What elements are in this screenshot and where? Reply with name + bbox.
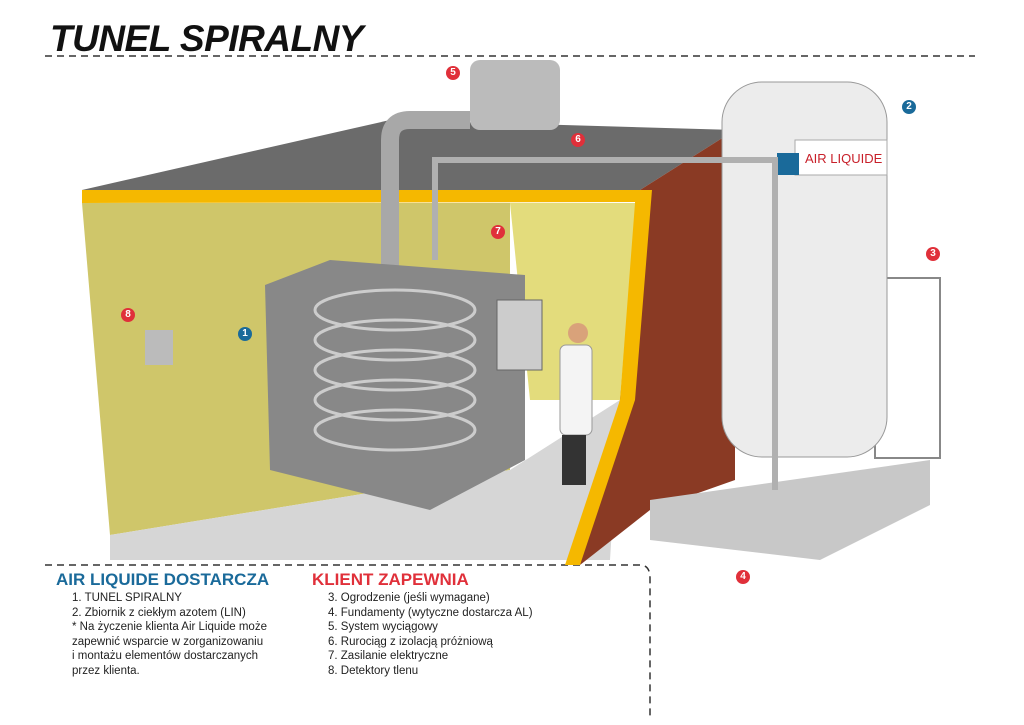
oxygen-detector xyxy=(145,330,173,365)
legend-note: * Na życzenie klienta Air Liquide może xyxy=(72,621,267,633)
nitrogen-tank xyxy=(721,81,888,458)
legend-item: 2. Zbiornik z ciekłym azotem (LIN) xyxy=(72,606,246,619)
spiral-tunnel xyxy=(265,260,525,510)
tank-brand-text: AIR LIQUIDE xyxy=(805,151,883,166)
legend-item: 3. Ogrodzenie (jeśli wymagane) xyxy=(328,592,490,604)
exhaust-duct xyxy=(381,111,470,290)
legend-note: i montażu elementów dostarczanych xyxy=(72,650,259,662)
operator xyxy=(559,344,593,436)
vacuum-pipe xyxy=(432,157,778,490)
operator-legs xyxy=(562,435,586,485)
legend-item: 8. Detektory tlenu xyxy=(328,664,419,677)
client-legend: KLIENT ZAPEWNIA 3. Ogrodzenie (jeśli wym… xyxy=(312,570,533,678)
spiral-belt xyxy=(313,288,477,452)
ceiling-edge xyxy=(82,190,640,203)
legend-note: przez klienta. xyxy=(72,664,140,677)
marker-1: 1 xyxy=(238,327,252,341)
marker-7: 7 xyxy=(491,225,505,239)
foundation xyxy=(650,460,930,560)
operator-head xyxy=(568,323,588,343)
tank-label-plate xyxy=(794,139,888,176)
air-liquide-logo xyxy=(777,153,799,175)
floor xyxy=(110,400,620,560)
legend-note: zapewnić wsparcie w zorganizowaniu xyxy=(72,635,264,648)
wall-edge xyxy=(565,190,652,565)
legend-item: 7. Zasilanie elektryczne xyxy=(328,650,449,662)
legend-item: 4. Fundamenty (wytyczne dostarcza AL) xyxy=(328,606,533,619)
marker-5: 5 xyxy=(446,66,460,80)
exhaust-fan xyxy=(470,60,560,130)
legend-border xyxy=(45,564,651,720)
marker-3: 3 xyxy=(926,247,940,261)
legend-item: 5. System wyciągowy xyxy=(328,621,438,633)
legend-item: 6. Rurociąg z izolacją próżniową xyxy=(328,635,493,648)
supplier-legend: AIR LIQUIDE DOSTARCZA 1. TUNEL SPIRALNY … xyxy=(56,570,269,678)
supplier-heading: AIR LIQUIDE DOSTARCZA xyxy=(56,570,270,589)
brick-wall xyxy=(580,130,735,565)
marker-2: 2 xyxy=(902,100,916,114)
client-heading: KLIENT ZAPEWNIA xyxy=(312,570,469,589)
marker-4: 4 xyxy=(736,570,750,584)
control-panel xyxy=(496,299,543,371)
legend-item: 1. TUNEL SPIRALNY xyxy=(72,592,182,604)
marker-8: 8 xyxy=(121,308,135,322)
ceiling xyxy=(82,120,735,190)
marker-6: 6 xyxy=(571,133,585,147)
page-title: TUNEL SPIRALNY xyxy=(50,18,364,59)
